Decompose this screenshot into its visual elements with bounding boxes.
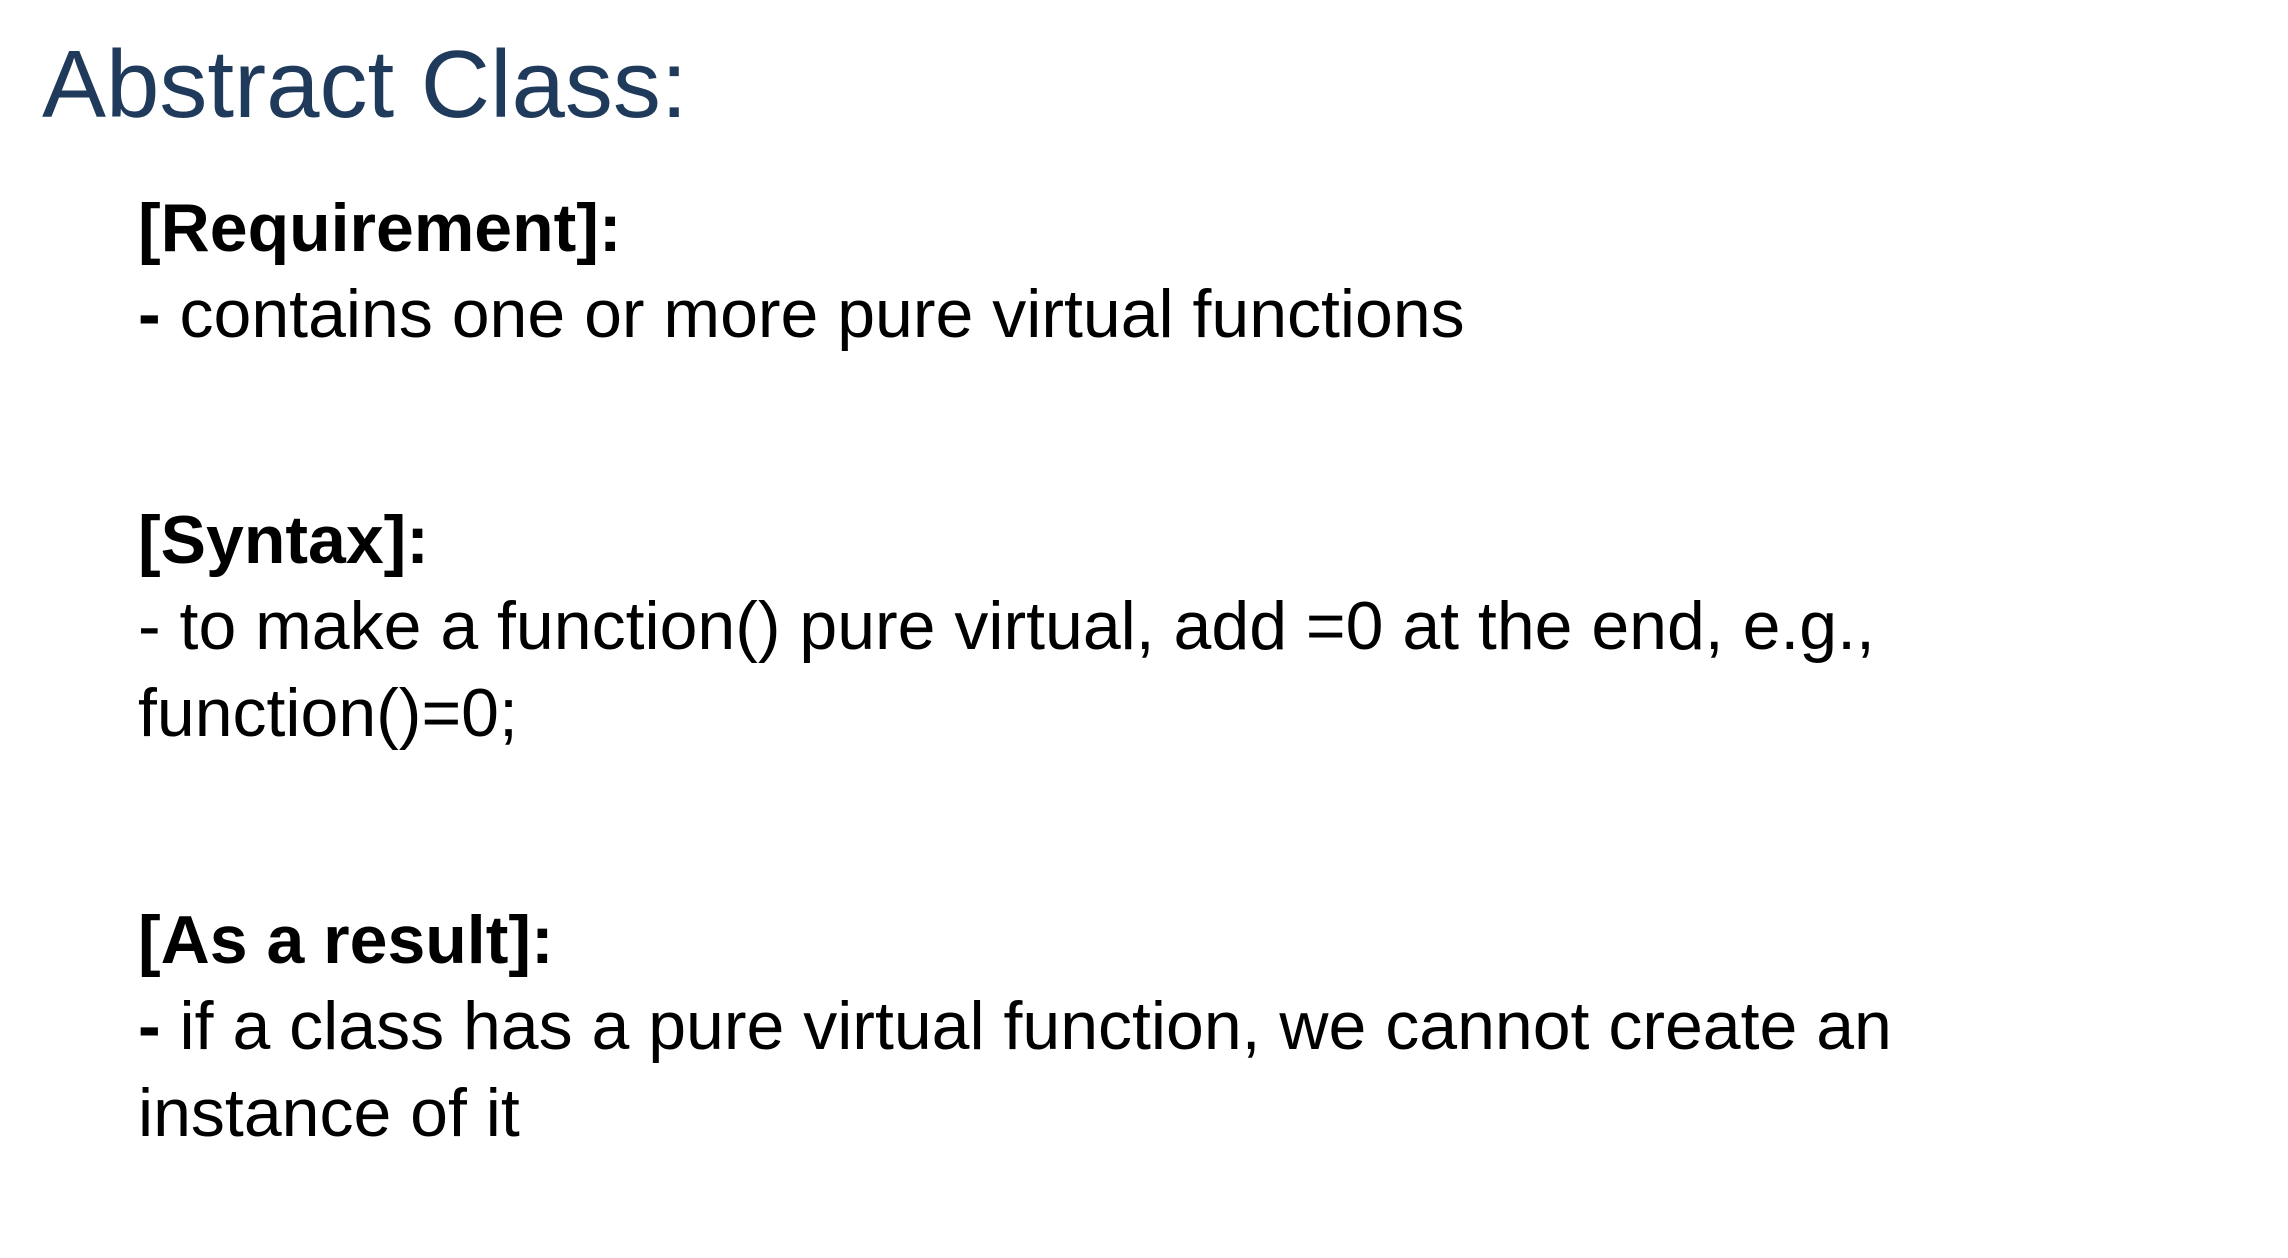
section-body-text: contains one or more pure virtual functi… [160,276,1465,352]
section-heading: [Requirement]: [138,190,622,266]
section-body: - to make a function() pure virtual, add… [138,583,2158,757]
section-body-text: if a class has a pure virtual function, … [138,988,1892,1152]
section-heading: [Syntax]: [138,502,429,578]
slide-title: Abstract Class: [42,31,688,138]
section-heading: [As a result]: [138,902,554,978]
section-body: - if a class has a pure virtual function… [138,983,2158,1157]
section-syntax: [Syntax]: - to make a function() pure vi… [138,498,2158,757]
section-requirement: [Requirement]: - contains one or more pu… [138,186,2158,358]
section-result: [As a result]: - if a class has a pure v… [138,898,2158,1157]
bullet-dash: - [138,276,161,352]
bullet-dash: - [138,988,161,1064]
section-body-text: to make a function() pure virtual, add =… [138,588,1875,752]
section-body: - contains one or more pure virtual func… [138,271,2158,358]
bullet-dash: - [138,588,161,664]
